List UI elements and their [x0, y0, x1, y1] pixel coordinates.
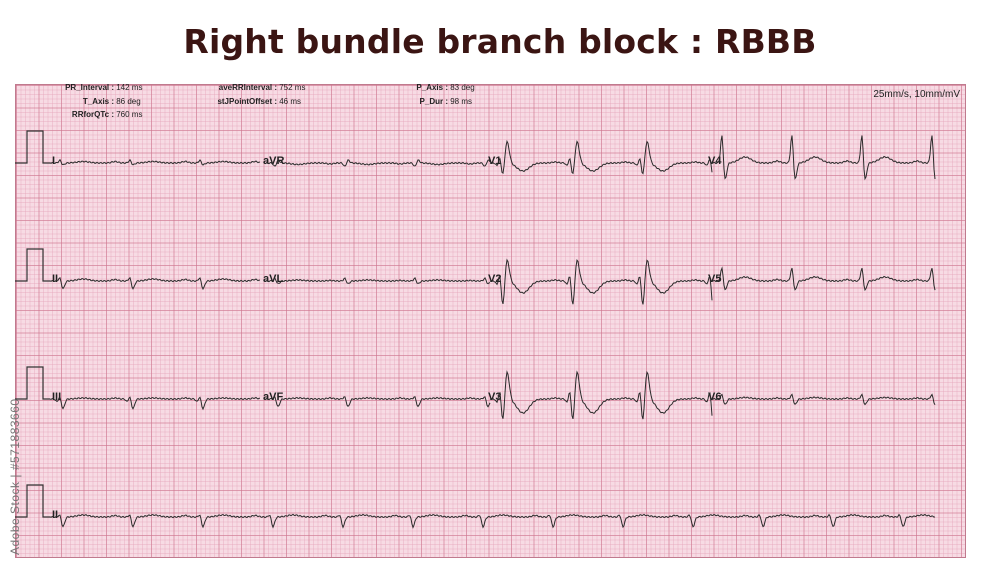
- calibration-pulse-row1: [15, 130, 50, 164]
- lead-label-II: II: [52, 273, 58, 285]
- trace-V4: [712, 135, 936, 181]
- trace-V3: [489, 370, 713, 420]
- lead-label-V5: V5: [708, 273, 721, 285]
- watermark-text: Adobe Stock | #571883660: [8, 398, 22, 555]
- trace-V6: [712, 393, 936, 406]
- page-title: Right bundle branch block : RBBB: [183, 22, 817, 61]
- trace-V5: [712, 266, 936, 292]
- calibration-pulse-row4: [15, 484, 50, 518]
- lead-label-III: III: [52, 391, 61, 403]
- trace-I: [49, 158, 260, 166]
- recording-speed: 25mm/s, 10mm/mV: [873, 89, 960, 100]
- measure-p-dur: P_Dur : 98 ms: [419, 97, 473, 106]
- lead-label-rhythm-II: II: [52, 509, 58, 521]
- lead-label-aVR: aVR: [263, 155, 284, 167]
- trace-V2: [489, 258, 713, 305]
- measure-st-jpoint-offset: stJPointOffset : 46 ms: [217, 97, 302, 106]
- trace-V1: [489, 139, 713, 175]
- measure-p-axis: P_Axis : 83 deg: [416, 83, 475, 92]
- trace-aVL: [264, 276, 491, 285]
- measure-pr-interval: PR_Interval : 142 ms: [65, 83, 143, 92]
- trace-III: [49, 396, 260, 411]
- lead-label-V6: V6: [708, 391, 721, 403]
- lead-label-V2: V2: [488, 273, 501, 285]
- calibration-pulse-row2: [15, 248, 50, 282]
- lead-label-I: I: [52, 155, 55, 167]
- measure-rr-for-qtc: RRforQTc : 760 ms: [71, 110, 143, 119]
- measure-t-axis: T_Axis : 86 deg: [82, 97, 141, 106]
- trace-II: [49, 276, 260, 291]
- lead-label-aVF: aVF: [263, 391, 283, 403]
- trace-aVF: [264, 396, 491, 408]
- trace-aVR: [264, 158, 491, 167]
- calibration-pulse-row3: [15, 366, 50, 400]
- trace-rhythm-II: [49, 513, 936, 529]
- measure-ave-rr-interval: aveRRInterval : 752 ms: [218, 83, 306, 92]
- lead-label-V4: V4: [708, 155, 722, 167]
